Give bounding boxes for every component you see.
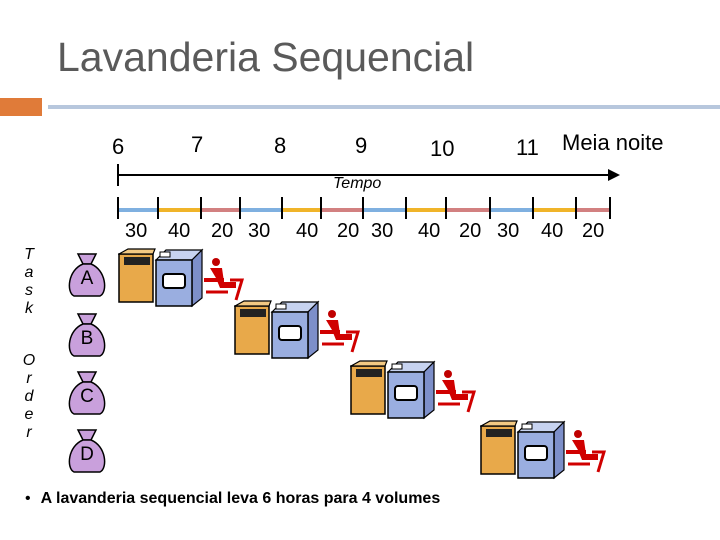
time-slot-label: 20 (337, 220, 360, 242)
time-slot-label: 40 (168, 220, 191, 242)
hour-label: 8 (274, 133, 287, 158)
title-accent-block (0, 98, 42, 116)
load-label: C (80, 386, 94, 407)
time-segment (576, 208, 610, 212)
person-folding-icon (202, 256, 248, 307)
title-accent-line (48, 105, 720, 109)
time-segment (490, 208, 533, 212)
time-segment (533, 208, 576, 212)
time-segment (363, 208, 406, 212)
washer-icon (348, 360, 388, 421)
time-slot-label: 40 (418, 220, 441, 242)
order-label: O r d e r (22, 352, 36, 441)
hour-label: 7 (191, 132, 204, 157)
load-label: B (80, 328, 94, 349)
laundry-bag-icon: B (64, 312, 110, 358)
slide-title: Lavanderia Sequencial (57, 34, 475, 80)
time-slot-label: 20 (582, 220, 605, 242)
laundry-bag-icon: D (64, 428, 110, 474)
time-slot-label: 30 (371, 220, 394, 242)
time-slot-tick (405, 197, 407, 219)
time-segment (406, 208, 446, 212)
time-slot-label: 40 (296, 220, 319, 242)
time-slot-tick (489, 197, 491, 219)
arrow-head-icon (608, 169, 620, 181)
time-slot-tick (445, 197, 447, 219)
time-slot-label: 20 (459, 220, 482, 242)
washer-icon (116, 248, 156, 309)
load-label: D (80, 444, 94, 465)
time-segment (446, 208, 490, 212)
washer-icon (478, 420, 518, 481)
time-slot-tick (575, 197, 577, 219)
time-slot-tick (239, 197, 241, 219)
axis-label: Tempo (333, 175, 382, 192)
dryer-icon (154, 248, 204, 313)
laundry-bag-icon: C (64, 370, 110, 416)
dryer-icon (516, 420, 566, 485)
dryer-icon (270, 300, 320, 365)
dryer-icon (386, 360, 436, 425)
time-segment (282, 208, 321, 212)
hour-label: 6 (112, 134, 125, 159)
person-folding-icon (318, 308, 364, 359)
washer-icon (232, 300, 272, 361)
time-segment (118, 208, 158, 212)
time-segment (158, 208, 201, 212)
time-slot-tick (320, 197, 322, 219)
time-slot-tick (200, 197, 202, 219)
midnight-label: Meia noite (562, 130, 664, 155)
time-slot-tick (362, 197, 364, 219)
time-slot-label: 30 (248, 220, 271, 242)
time-segment (240, 208, 282, 212)
person-folding-icon (564, 428, 610, 479)
task-label: T a s k (24, 246, 34, 317)
time-slot-tick (281, 197, 283, 219)
hour-label: 10 (430, 136, 455, 161)
time-slot-tick (532, 197, 534, 219)
time-slot-label: 40 (541, 220, 564, 242)
time-segment (201, 208, 240, 212)
hour-label: 11 (516, 135, 539, 160)
time-slot-label: 30 (125, 220, 148, 242)
load-label: A (80, 268, 94, 289)
hour-label: 9 (355, 133, 368, 158)
time-segment (321, 208, 363, 212)
time-slot-tick (157, 197, 159, 219)
laundry-bag-icon: A (64, 252, 110, 298)
time-slot-tick (117, 197, 119, 219)
time-slot-label: 30 (497, 220, 520, 242)
footer-note: •A lavanderia sequencial leva 6 horas pa… (25, 490, 441, 507)
time-slot-label: 20 (211, 220, 234, 242)
time-axis-line (118, 174, 610, 176)
person-folding-icon (434, 368, 480, 419)
time-slot-tick (609, 197, 611, 219)
